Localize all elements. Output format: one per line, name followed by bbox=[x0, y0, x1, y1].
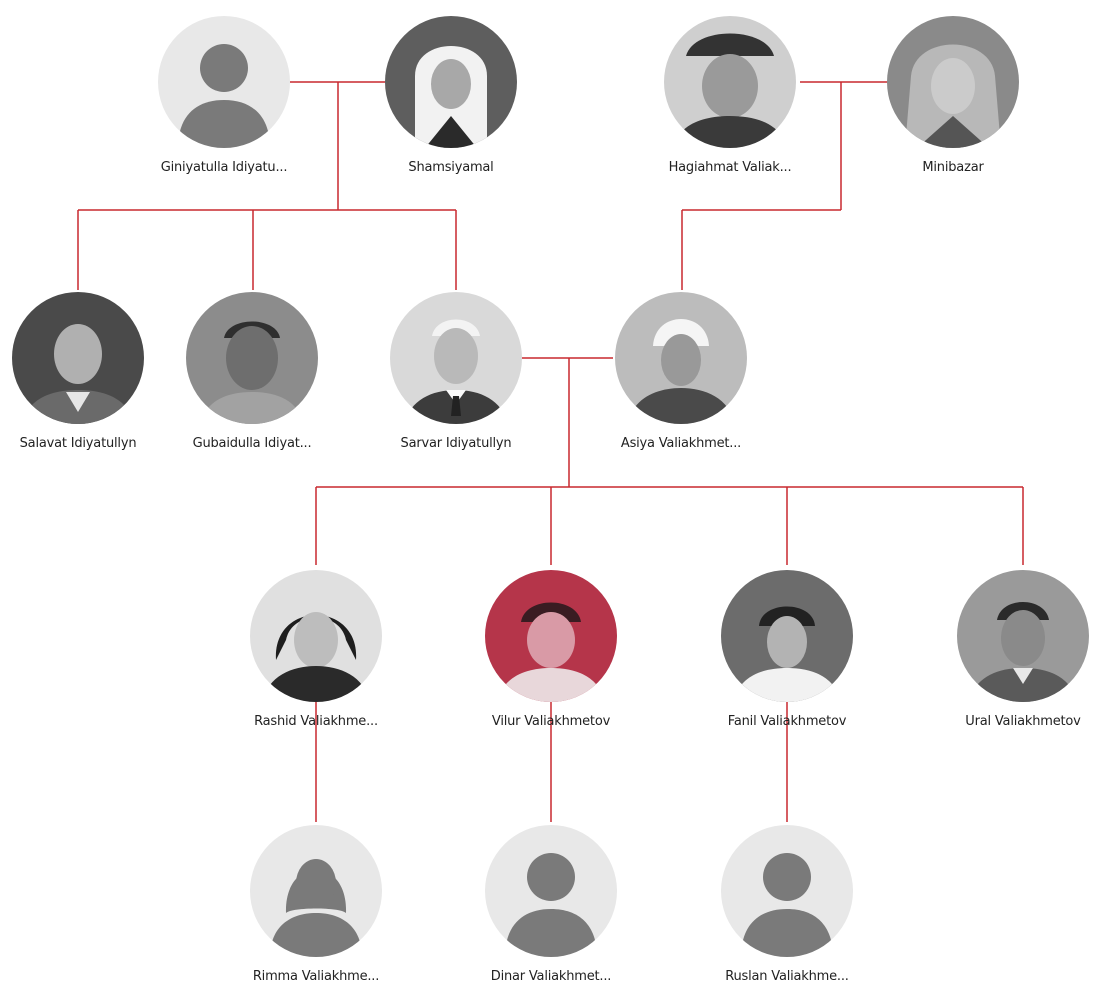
person-card[interactable]: Rimma Valiakhme... bbox=[226, 825, 406, 984]
person-name: Fanil Valiakhmetov bbox=[727, 714, 847, 729]
placeholder-female-icon bbox=[250, 825, 382, 957]
person-name: Hagiahmat Valiak... bbox=[668, 160, 792, 175]
portrait-photo bbox=[186, 292, 318, 424]
person-card[interactable]: Vilur Valiakhmetov bbox=[461, 570, 641, 729]
person-card[interactable]: Hagiahmat Valiak... bbox=[640, 16, 820, 175]
portrait-photo bbox=[721, 570, 853, 702]
person-card[interactable]: Giniyatulla Idiyatu... bbox=[134, 16, 314, 175]
person-card[interactable]: Sarvar Idiyatullyn bbox=[366, 292, 546, 451]
placeholder-male-icon bbox=[485, 825, 617, 957]
person-name: Vilur Valiakhmetov bbox=[491, 714, 611, 729]
person-name: Shamsiyamal bbox=[408, 160, 494, 175]
person-name: Giniyatulla Idiyatu... bbox=[160, 160, 288, 175]
person-name: Sarvar Idiyatullyn bbox=[400, 436, 512, 451]
portrait-photo bbox=[390, 292, 522, 424]
person-name: Rashid Valiakhme... bbox=[254, 714, 378, 729]
person-card[interactable]: Rashid Valiakhme... bbox=[226, 570, 406, 729]
person-card[interactable]: Ural Valiakhmetov bbox=[933, 570, 1093, 729]
person-name: Minibazar bbox=[922, 160, 984, 175]
person-name: Gubaidulla Idiyat... bbox=[192, 436, 312, 451]
placeholder-male-icon bbox=[721, 825, 853, 957]
person-card[interactable]: Gubaidulla Idiyat... bbox=[162, 292, 342, 451]
portrait-photo bbox=[250, 570, 382, 702]
person-name: Ural Valiakhmetov bbox=[965, 714, 1081, 729]
person-name: Salavat Idiyatullyn bbox=[19, 436, 137, 451]
person-card[interactable]: Shamsiyamal bbox=[361, 16, 541, 175]
person-name: Dinar Valiakhmet... bbox=[490, 969, 612, 984]
person-card[interactable]: Dinar Valiakhmet... bbox=[461, 825, 641, 984]
person-name: Asiya Valiakhmet... bbox=[620, 436, 742, 451]
person-card[interactable]: Fanil Valiakhmetov bbox=[697, 570, 877, 729]
person-name: Ruslan Valiakhme... bbox=[725, 969, 849, 984]
portrait-photo bbox=[385, 16, 517, 148]
placeholder-male-icon bbox=[158, 16, 290, 148]
portrait-photo bbox=[615, 292, 747, 424]
person-name: Rimma Valiakhme... bbox=[252, 969, 380, 984]
person-card[interactable]: Salavat Idiyatullyn bbox=[0, 292, 168, 451]
portrait-photo-highlighted bbox=[485, 570, 617, 702]
person-card[interactable]: Asiya Valiakhmet... bbox=[591, 292, 771, 451]
portrait-photo bbox=[957, 570, 1089, 702]
portrait-photo bbox=[887, 16, 1019, 148]
portrait-photo bbox=[664, 16, 796, 148]
portrait-photo bbox=[12, 292, 144, 424]
person-card[interactable]: Minibazar bbox=[863, 16, 1043, 175]
person-card[interactable]: Ruslan Valiakhme... bbox=[697, 825, 877, 984]
